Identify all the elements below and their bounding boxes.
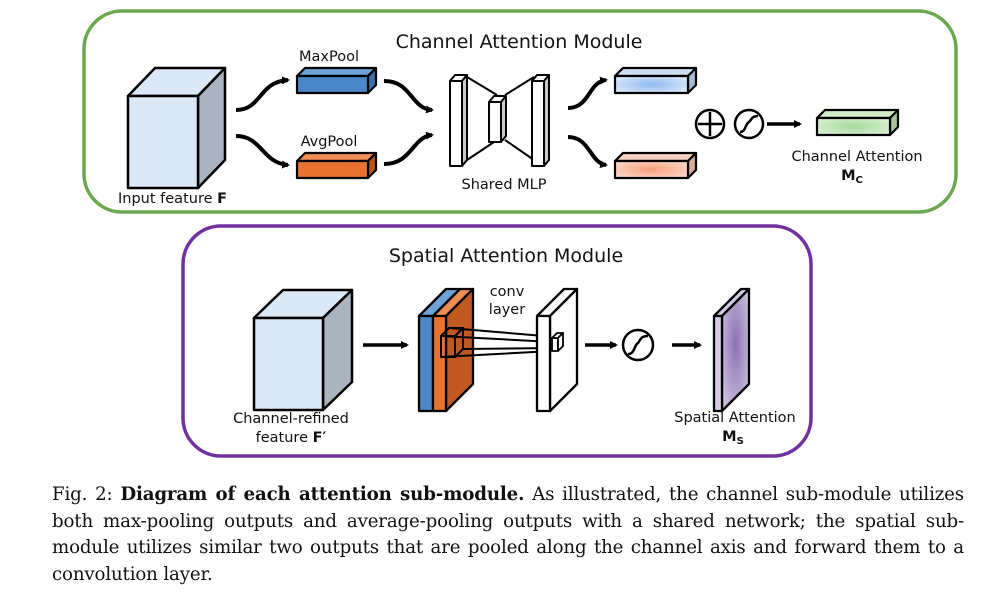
figure-caption: Fig. 2: Diagram of each attention sub-mo… [52,482,964,588]
attention-diagram: Channel Attention Module Input feature F… [82,9,958,458]
figure-label: Fig. 2: [52,484,113,505]
channel-refined-label-line2: feature F′ [256,430,327,446]
channel-module-title: Channel Attention Module [396,31,643,53]
spatial-attention-output [712,287,751,413]
maxpool-mlp-output [613,66,698,95]
avgpool-label: AvgPool [301,134,358,150]
arrow-mlp-to-avg-output [567,135,608,169]
conv-output-map [535,287,579,413]
maxpool-bar [295,66,378,95]
avgpool-mlp-output [613,151,698,180]
spatial-attention-module: Spatial Attention Module Channel-refined… [181,224,813,458]
input-feature-cube [126,66,227,190]
sigmoid-icon [733,108,765,140]
avgpool-bar [295,151,378,180]
channel-refined-feature-cube [252,288,354,412]
caption-title: Diagram of each attention sub-module. [120,484,525,505]
channel-refined-label-line1: Channel-refined [233,411,349,427]
spatial-attention-label: Spatial Attention [674,410,795,426]
arrow-mlp-to-max-output [567,76,608,110]
channel-module-border [82,9,958,214]
channel-attention-output [815,108,900,137]
conv-kernel [440,327,557,358]
spatial-attention-symbol: MS [722,429,744,447]
arrow-avgpool-to-mlp [383,131,434,166]
channel-attention-module: Channel Attention Module Input feature F… [82,9,958,214]
shared-mlp-label: Shared MLP [462,177,547,193]
maxpool-label: MaxPool [299,49,359,65]
spatial-module-title: Spatial Attention Module [389,245,623,267]
channel-attention-symbol: MC [841,168,863,186]
conv-layer-label-line1: conv [490,284,525,300]
conv-layer-label-line2: layer [489,302,525,318]
caption-body: As illustrated, the channel sub-module u… [52,484,964,585]
shared-mlp [449,74,550,167]
spatial-sigmoid-icon [621,328,655,362]
arrow-to-avgpool [235,134,290,169]
spatial-module-border [181,224,813,458]
element-wise-sum-icon [694,108,726,140]
pooled-feature-maps [417,287,475,413]
channel-attention-label: Channel Attention [791,149,922,165]
arrow-maxpool-to-mlp [383,79,434,114]
input-feature-label: Input feature F [118,191,227,207]
arrow-to-maxpool [235,76,290,112]
